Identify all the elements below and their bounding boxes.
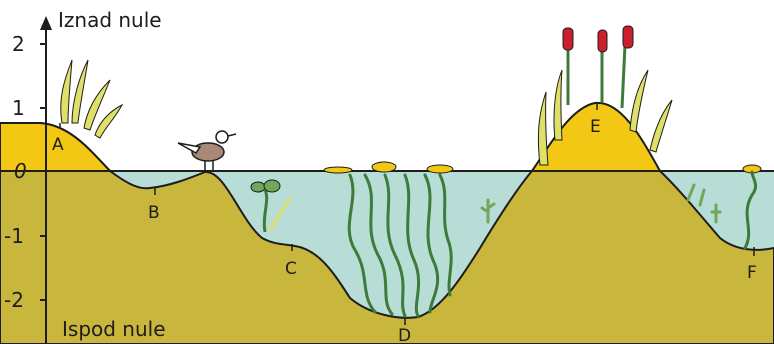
tick-label: 2: [12, 32, 25, 56]
axis-arrow-icon: [40, 16, 52, 30]
site-label-d: D: [398, 326, 411, 344]
floating-leaf: [427, 165, 453, 173]
floating-leaf: [324, 167, 352, 173]
axis-label-below: Ispod nule: [62, 317, 166, 341]
site-label-a: A: [52, 135, 64, 155]
bird-icon: [178, 131, 236, 172]
cattail-icon: [563, 26, 633, 108]
tick-label: 0: [14, 159, 27, 183]
tick-label: -2: [4, 288, 24, 312]
site-label-c: C: [285, 259, 297, 279]
site-label-e: E: [590, 117, 601, 137]
floating-leaf: [372, 162, 396, 172]
site-label-f: F: [747, 263, 757, 283]
site-label-b: B: [148, 203, 160, 223]
axis-label-above: Iznad nule: [58, 8, 162, 32]
tick-label: 1: [12, 96, 25, 120]
tick-label: -1: [4, 224, 24, 248]
aquatic-plant-icon: [61, 60, 122, 138]
